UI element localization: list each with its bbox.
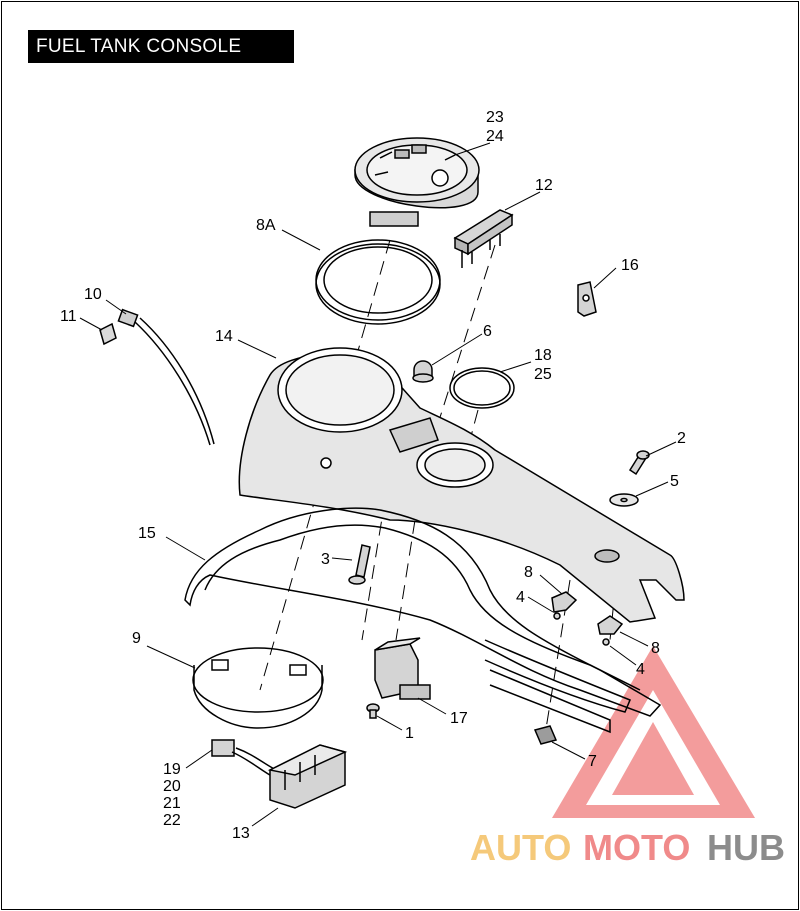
junction-block xyxy=(267,744,348,809)
callout-20: 20 xyxy=(163,778,181,795)
trim-panel xyxy=(184,507,662,734)
callout-21: 21 xyxy=(163,795,181,812)
callout-8a: 8A xyxy=(256,217,276,234)
watermark-moto: MOTO xyxy=(583,827,690,868)
washer xyxy=(609,493,639,507)
callout-6: 6 xyxy=(483,323,492,340)
gauge-gasket xyxy=(315,239,441,325)
callout-24: 24 xyxy=(486,128,504,145)
callout-17: 17 xyxy=(450,710,468,727)
callout-2: 2 xyxy=(677,430,686,447)
callout-16: 16 xyxy=(621,257,639,274)
watermark-auto: AUTO xyxy=(470,827,571,868)
console-body xyxy=(238,347,685,623)
callout-4-lower: 4 xyxy=(636,661,645,678)
watermark-triangle xyxy=(552,646,755,818)
callout-14: 14 xyxy=(215,328,233,345)
screw-1 xyxy=(366,703,380,719)
callout-19: 19 xyxy=(163,761,181,778)
trim-clip xyxy=(533,725,558,745)
callout-8-upper: 8 xyxy=(524,564,533,581)
watermark-hub: HUB xyxy=(707,827,785,868)
callout-15: 15 xyxy=(138,525,156,542)
relay-module xyxy=(374,637,431,700)
speedometer-gauge xyxy=(354,137,480,227)
callout-10: 10 xyxy=(84,286,102,303)
sensor-wire xyxy=(99,308,215,446)
callout-18: 18 xyxy=(534,347,552,364)
callout-5: 5 xyxy=(670,473,679,490)
watermark-text: AUTO MOTO HUB xyxy=(470,827,785,868)
callout-23: 23 xyxy=(486,109,504,126)
switch-bracket xyxy=(453,209,514,268)
callout-1: 1 xyxy=(405,725,414,742)
grommet xyxy=(412,360,434,383)
callout-7: 7 xyxy=(588,753,597,770)
gauge-housing-ring xyxy=(192,647,324,729)
callout-12: 12 xyxy=(535,177,553,194)
leader-lines xyxy=(79,142,677,827)
clip-brackets xyxy=(551,591,624,646)
callout-13: 13 xyxy=(232,825,250,842)
callout-4-upper: 4 xyxy=(516,589,525,606)
callout-25: 25 xyxy=(534,366,552,383)
callout-9: 9 xyxy=(132,630,141,647)
callout-11: 11 xyxy=(60,308,77,325)
o-ring xyxy=(449,367,515,409)
screw-2 xyxy=(628,450,650,476)
callout-8-lower: 8 xyxy=(651,640,660,657)
diagram-title: FUEL TANK CONSOLE xyxy=(28,30,294,63)
retaining-clip xyxy=(577,281,597,317)
callout-3: 3 xyxy=(321,551,330,568)
callout-22: 22 xyxy=(163,812,181,829)
mounting-stud xyxy=(348,544,371,585)
callout-labels: 23 24 12 8A 16 10 11 14 6 18 25 2 5 15 3… xyxy=(60,109,686,842)
